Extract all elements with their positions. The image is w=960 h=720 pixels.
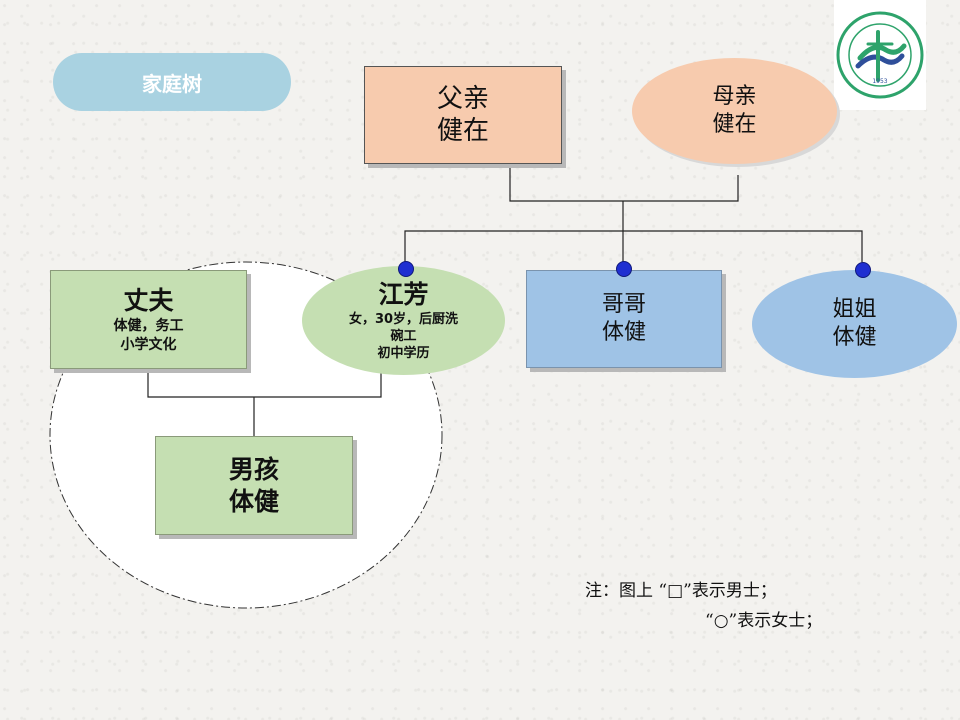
sister-status: 体健 <box>832 325 877 350</box>
brother-node: 哥哥 体健 <box>526 270 722 368</box>
legend-note: 注：图上 “□”表示男士； “○”表示女士； <box>585 576 915 636</box>
husband-line2: 小学文化 <box>120 336 177 353</box>
brother-status: 体健 <box>601 320 646 345</box>
marker-jiang-fang-icon <box>398 261 414 277</box>
husband-name: 丈夫 <box>123 285 174 315</box>
husband-line1: 体健，务工 <box>113 317 184 334</box>
title-pill-label: 家庭树 <box>142 71 202 96</box>
title-pill: 家庭树 <box>53 53 291 111</box>
hospital-logo: 1953 <box>834 0 926 110</box>
boy-status: 体健 <box>228 486 279 516</box>
mother-status: 健在 <box>712 112 757 137</box>
siblings-connector <box>404 230 863 262</box>
jiang-fang-line2: 碗工 <box>390 329 417 344</box>
logo-year: 1953 <box>872 78 887 85</box>
jiang-fang-node: 江芳 女，30岁，后厨洗 碗工 初中学历 <box>302 266 505 375</box>
parents-connector <box>509 165 739 202</box>
mother-node: 母亲 健在 <box>632 58 837 164</box>
marker-brother-icon <box>616 261 632 277</box>
legend-note-line1: 注：图上 “□”表示男士； <box>585 581 777 601</box>
legend-note-line2: “○”表示女士； <box>705 611 823 631</box>
jiang-fang-name: 江芳 <box>378 280 429 309</box>
boy-name: 男孩 <box>228 454 279 484</box>
logo-emblem-icon: 1953 <box>834 0 926 110</box>
marker-sister-icon <box>855 262 871 278</box>
father-status: 健在 <box>436 116 489 146</box>
sister-node: 姐姐 体健 <box>752 270 957 378</box>
brother-name: 哥哥 <box>601 292 646 317</box>
mother-name: 母亲 <box>712 84 757 109</box>
boy-node: 男孩 体健 <box>155 436 353 535</box>
jiang-fang-line3: 初中学历 <box>377 346 430 361</box>
couple-connector <box>147 368 382 398</box>
father-name: 父亲 <box>436 84 489 114</box>
jiang-fang-line1: 女，30岁，后厨洗 <box>348 312 459 327</box>
father-node: 父亲 健在 <box>364 66 562 164</box>
husband-node: 丈夫 体健，务工 小学文化 <box>50 270 247 369</box>
sister-name: 姐姐 <box>832 297 877 322</box>
